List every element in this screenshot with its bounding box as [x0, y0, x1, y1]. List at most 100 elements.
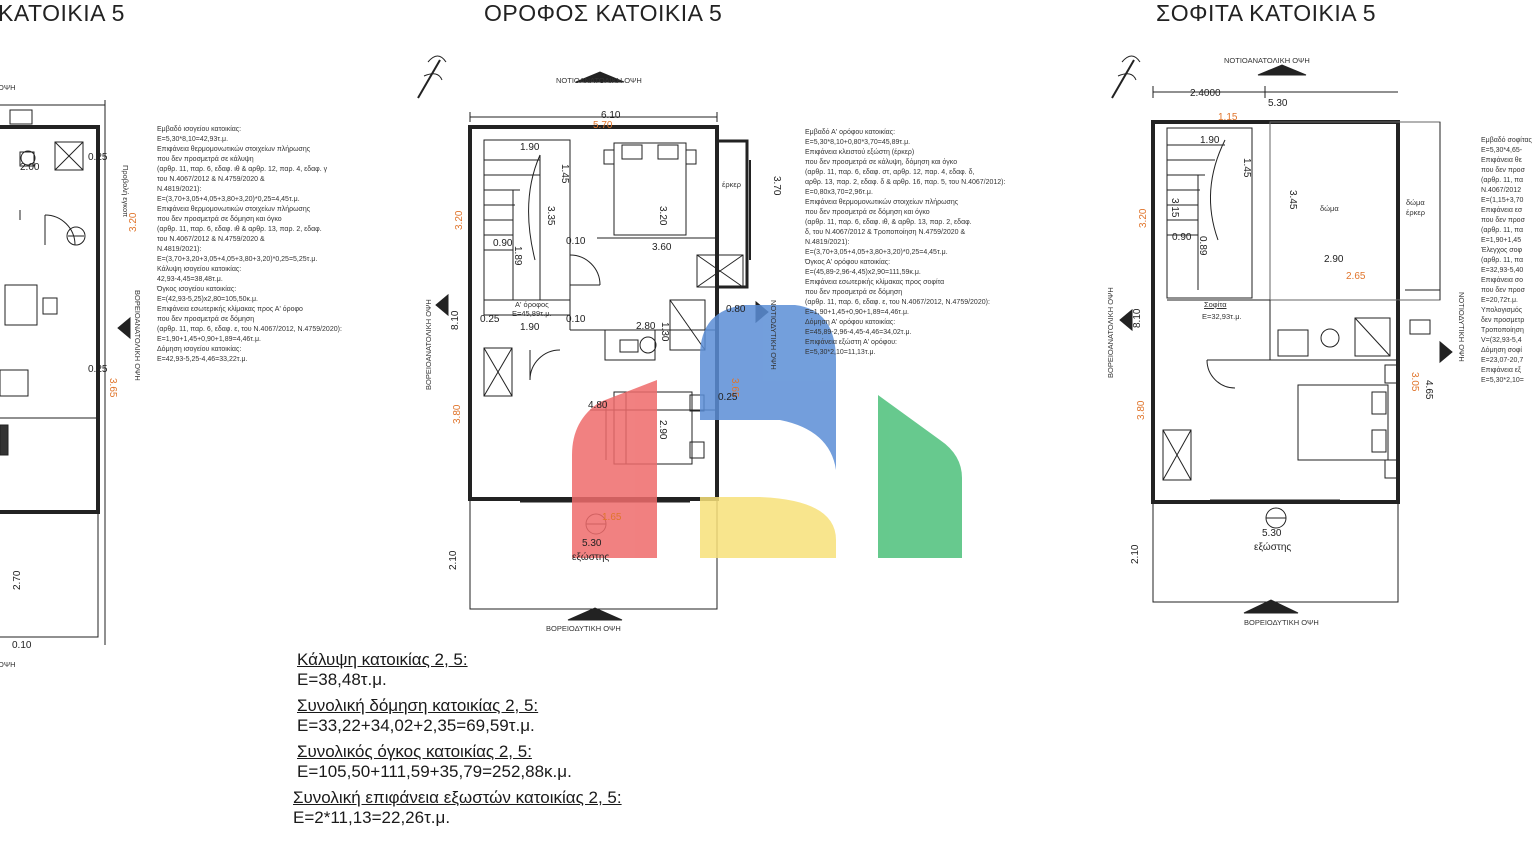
attic-note: (αρθρ. 11, πα [1481, 227, 1524, 234]
floor-dim-total-width: 6.10 [601, 110, 621, 121]
floor-note: (αρθρ. 11, παρ. 6, εδαφ. στ, αρθρ. 12, π… [805, 169, 975, 176]
floor-dim-15: 0.25 [480, 314, 500, 325]
ground-note: Ε=1,90+1,45+0,90+1,89=4,46τ.μ. [157, 336, 261, 343]
floor-note: Ε=1,90+1,45+0,90+1,89=4,46τ.μ. [805, 309, 909, 316]
ground-note: Ν.4819/2021): [157, 246, 202, 253]
attic-note: Υπολογισμός [1481, 307, 1523, 314]
attic-note: Επιφάνεια εξ [1481, 367, 1522, 374]
attic-note: Επιφάνεια εσ [1481, 207, 1523, 214]
ground-note: Εμβαδό ισογείου κατοικίας: [157, 126, 242, 133]
attic-note: που δεν προσ [1481, 217, 1525, 224]
ground-note: Ε=(3,70+3,20+3,05+4,05+3,80+3,20)*0,25=5… [157, 256, 318, 263]
attic-dim-5: 3.45 [1287, 190, 1298, 210]
floor-room-area: Ε=45,89τ.μ. [512, 309, 552, 318]
attic-south-label: ΒΟΡΕΙΟΔΥΤΙΚΗ ΟΨΗ [1244, 618, 1319, 627]
attic-dim-12: 8.10 [1132, 308, 1143, 328]
attic-dim-10: 0.89 [1197, 236, 1208, 256]
ground-note: Ε=(42,93-5,25)x2,80=105,50κ.μ. [157, 296, 258, 303]
attic-dim-1: 5.30 [1268, 98, 1288, 109]
ground-south-label: ΟΨΗ [0, 660, 16, 669]
attic-balcony-label: εξώστης [1254, 542, 1292, 553]
attic-dim-15: 4.65 [1423, 380, 1434, 400]
attic-doma-erker-label: δώμα έρκερ [1406, 198, 1425, 217]
attic-dim-14: 3.05 [1409, 372, 1420, 392]
attic-dim-7: 2.90 [1324, 254, 1344, 265]
ground-note: Επιφάνεια θερμομονωτικών στοιχείων πλήρω… [157, 206, 311, 213]
floor-note: Δόμηση Α' ορόφου κατοικίας: [805, 319, 896, 326]
floor-south-label: ΒΟΡΕΙΟΔΥΤΙΚΗ ΟΨΗ [546, 624, 621, 633]
attic-dim-6: 3.15 [1169, 198, 1180, 218]
floor-note: που δεν προσμετρά σε δόμηση και όγκο [805, 209, 930, 216]
floor-note: Ε=5,30*8,10+0,80*3,70=45,89τ.μ. [805, 139, 911, 146]
floor-dim-27: 0.25 [718, 392, 738, 403]
floor-dim-4: 3.20 [657, 206, 668, 226]
summary-heading: Συνολικός όγκος κατοικίας 2, 5: [297, 742, 532, 761]
floor-dim-12: 4.80 [588, 400, 608, 411]
floor-note: (αρθρ. 11, παρ. 6, εδαφ. ε, του Ν.4067/2… [805, 299, 990, 306]
attic-note: (αρθρ. 11, πα [1481, 257, 1524, 264]
floor-note: Ν.4819/2021): [805, 239, 850, 246]
floor-dim-9: 2.80 [636, 321, 656, 332]
attic-plan-walls [1111, 55, 1453, 614]
ground-note: που δεν προσμετρά σε δόμηση και όγκο [157, 216, 282, 223]
attic-dim-4: 1.45 [1241, 158, 1252, 178]
first-floor-title: ΟΡΟΦΟΣ ΚΑΤΟΙΚΙΑ 5 [484, 0, 723, 26]
attic-note: Έλεγχος σοφ [1481, 247, 1523, 254]
attic-dim-0: 2.4000 [1190, 88, 1221, 99]
ground-north-label: ΟΨΗ [0, 83, 16, 92]
floor-north-label: ΝΟΤΙΟΑΝΑΤΟΛΙΚΗ ΟΨΗ [556, 76, 642, 85]
attic-note: Ε=(1,15+3,70 [1481, 197, 1524, 204]
floor-note: που δεν προσμετρά σε κάλυψη, δόμηση και … [805, 159, 958, 166]
floor-note: δ, του Ν.4067/2012 & Τροποποίηση Ν.4759/… [805, 229, 966, 236]
ground-note: Ε=5,30*8,10=42,93τ.μ. [157, 136, 229, 143]
floor-note: Επιφάνεια εξώστη Α' ορόφου: [805, 339, 897, 346]
floor-dim-14: 1.90 [520, 322, 540, 333]
ground-note: Δόμηση ισογείου κατοικίας: [157, 346, 242, 353]
floor-note: αρθρ. 13, παρ. 2, εδαφ. δ & αρθρ. 16, πα… [805, 179, 1006, 186]
floor-dim-inner-width: 5.70 [593, 120, 613, 131]
ground-note: 42,93-4,45=38,48τ.μ. [157, 276, 223, 283]
floor-note: Ε=(45,89-2,96-4,45)x2,90=111,59κ.μ. [805, 269, 921, 276]
watermark-green-shape [878, 395, 962, 558]
ground-dim-5: 0.25 [88, 364, 108, 375]
attic-dim-3: 1.90 [1200, 135, 1220, 146]
attic-note: Ε=5,30*2,10= [1481, 377, 1524, 384]
ground-note: του Ν.4067/2012 & Ν.4759/2020 & [157, 236, 265, 243]
ground-note: (αρθρ. 11, παρ. 6, εδαφ. ιθ & αρθρ. 13, … [157, 226, 322, 233]
summary-heading: Συνολική δόμηση κατοικίας 2, 5: [297, 696, 539, 715]
floor-note: Ε=(3,70+3,05+4,05+3,80+3,20)*0,25=4,45τ.… [805, 249, 948, 256]
floor-notes: Εμβαδό Α' ορόφου κατοικίας: Ε=5,30*8,10+… [805, 128, 1005, 358]
attic-note: Δόμηση σοφί [1481, 347, 1522, 354]
floor-dim-stair-l: 1.45 [559, 164, 570, 184]
floor-balcony-label: εξώστης [572, 552, 610, 563]
attic-title: ΣΟΦΙΤΑ ΚΑΤΟΙΚΙΑ 5 [1156, 0, 1377, 26]
attic-note: (αρθρ. 11, πα [1481, 177, 1524, 184]
attic-north-label: ΝΟΤΙΟΑΝΑΤΟΛΙΚΗ ΟΨΗ [1224, 56, 1310, 65]
floor-note: Εμβαδό Α' ορόφου κατοικίας: [805, 129, 896, 136]
ground-note: (αρθρ. 11, παρ. 6, εδαφ. ε, του Ν.4067/2… [157, 326, 342, 333]
ground-dim-2: 3.65 [107, 378, 118, 398]
attic-note: που δεν προσ [1481, 287, 1525, 294]
ground-note: Επιφάνεια θερμομονωτικών στοιχείων πλήρω… [157, 146, 311, 153]
summary-block: Κάλυψη κατοικίας 2, 5: Ε=38,48τ.μ. Συνολ… [293, 650, 622, 828]
attic-dim-16: 5.30 [1262, 528, 1282, 539]
floor-note: Επιφάνεια εσωτερικής κλίμακας προς σοφίτ… [805, 279, 945, 286]
attic-note: που δεν προσ [1481, 167, 1525, 174]
ground-dim-3: 2.70 [12, 570, 23, 590]
attic-dim-2: 1.15 [1218, 112, 1238, 123]
floor-dim-3: 3.35 [545, 206, 556, 226]
ground-note: Ε=42,93-5,25-4,46=33,22τ.μ. [157, 356, 248, 363]
ground-east-label: ΒΟΡΕΙΟΑΝΑΤΟΛΙΚΗ ΟΨΗ [133, 290, 142, 381]
attic-note: Επιφάνεια θε [1481, 157, 1522, 164]
ground-note: Επιφάνεια εσωτερικής κλίμακας προς Α' όρ… [157, 306, 303, 313]
floor-dim-5: 3.60 [652, 242, 672, 253]
floor-dim-25: 1.65 [602, 512, 622, 523]
floor-note: Ε=5,30*2,10=11,13τ.μ. [805, 349, 876, 356]
attic-west-label: ΒΟΡΕΙΟΑΝΑΤΟΛΙΚΗ ΟΨΗ [1106, 287, 1115, 378]
floor-dim-total-depth: 8.10 [450, 310, 461, 330]
ground-note: Κάλυψη ισογείου κατοικίας: [157, 266, 242, 273]
summary-value: Ε=33,22+34,02+2,35=69,59τ.μ. [297, 716, 535, 735]
ground-projection-label: Προβολή εγκοπ [121, 165, 130, 218]
floor-dim-19: 3.20 [454, 210, 465, 230]
